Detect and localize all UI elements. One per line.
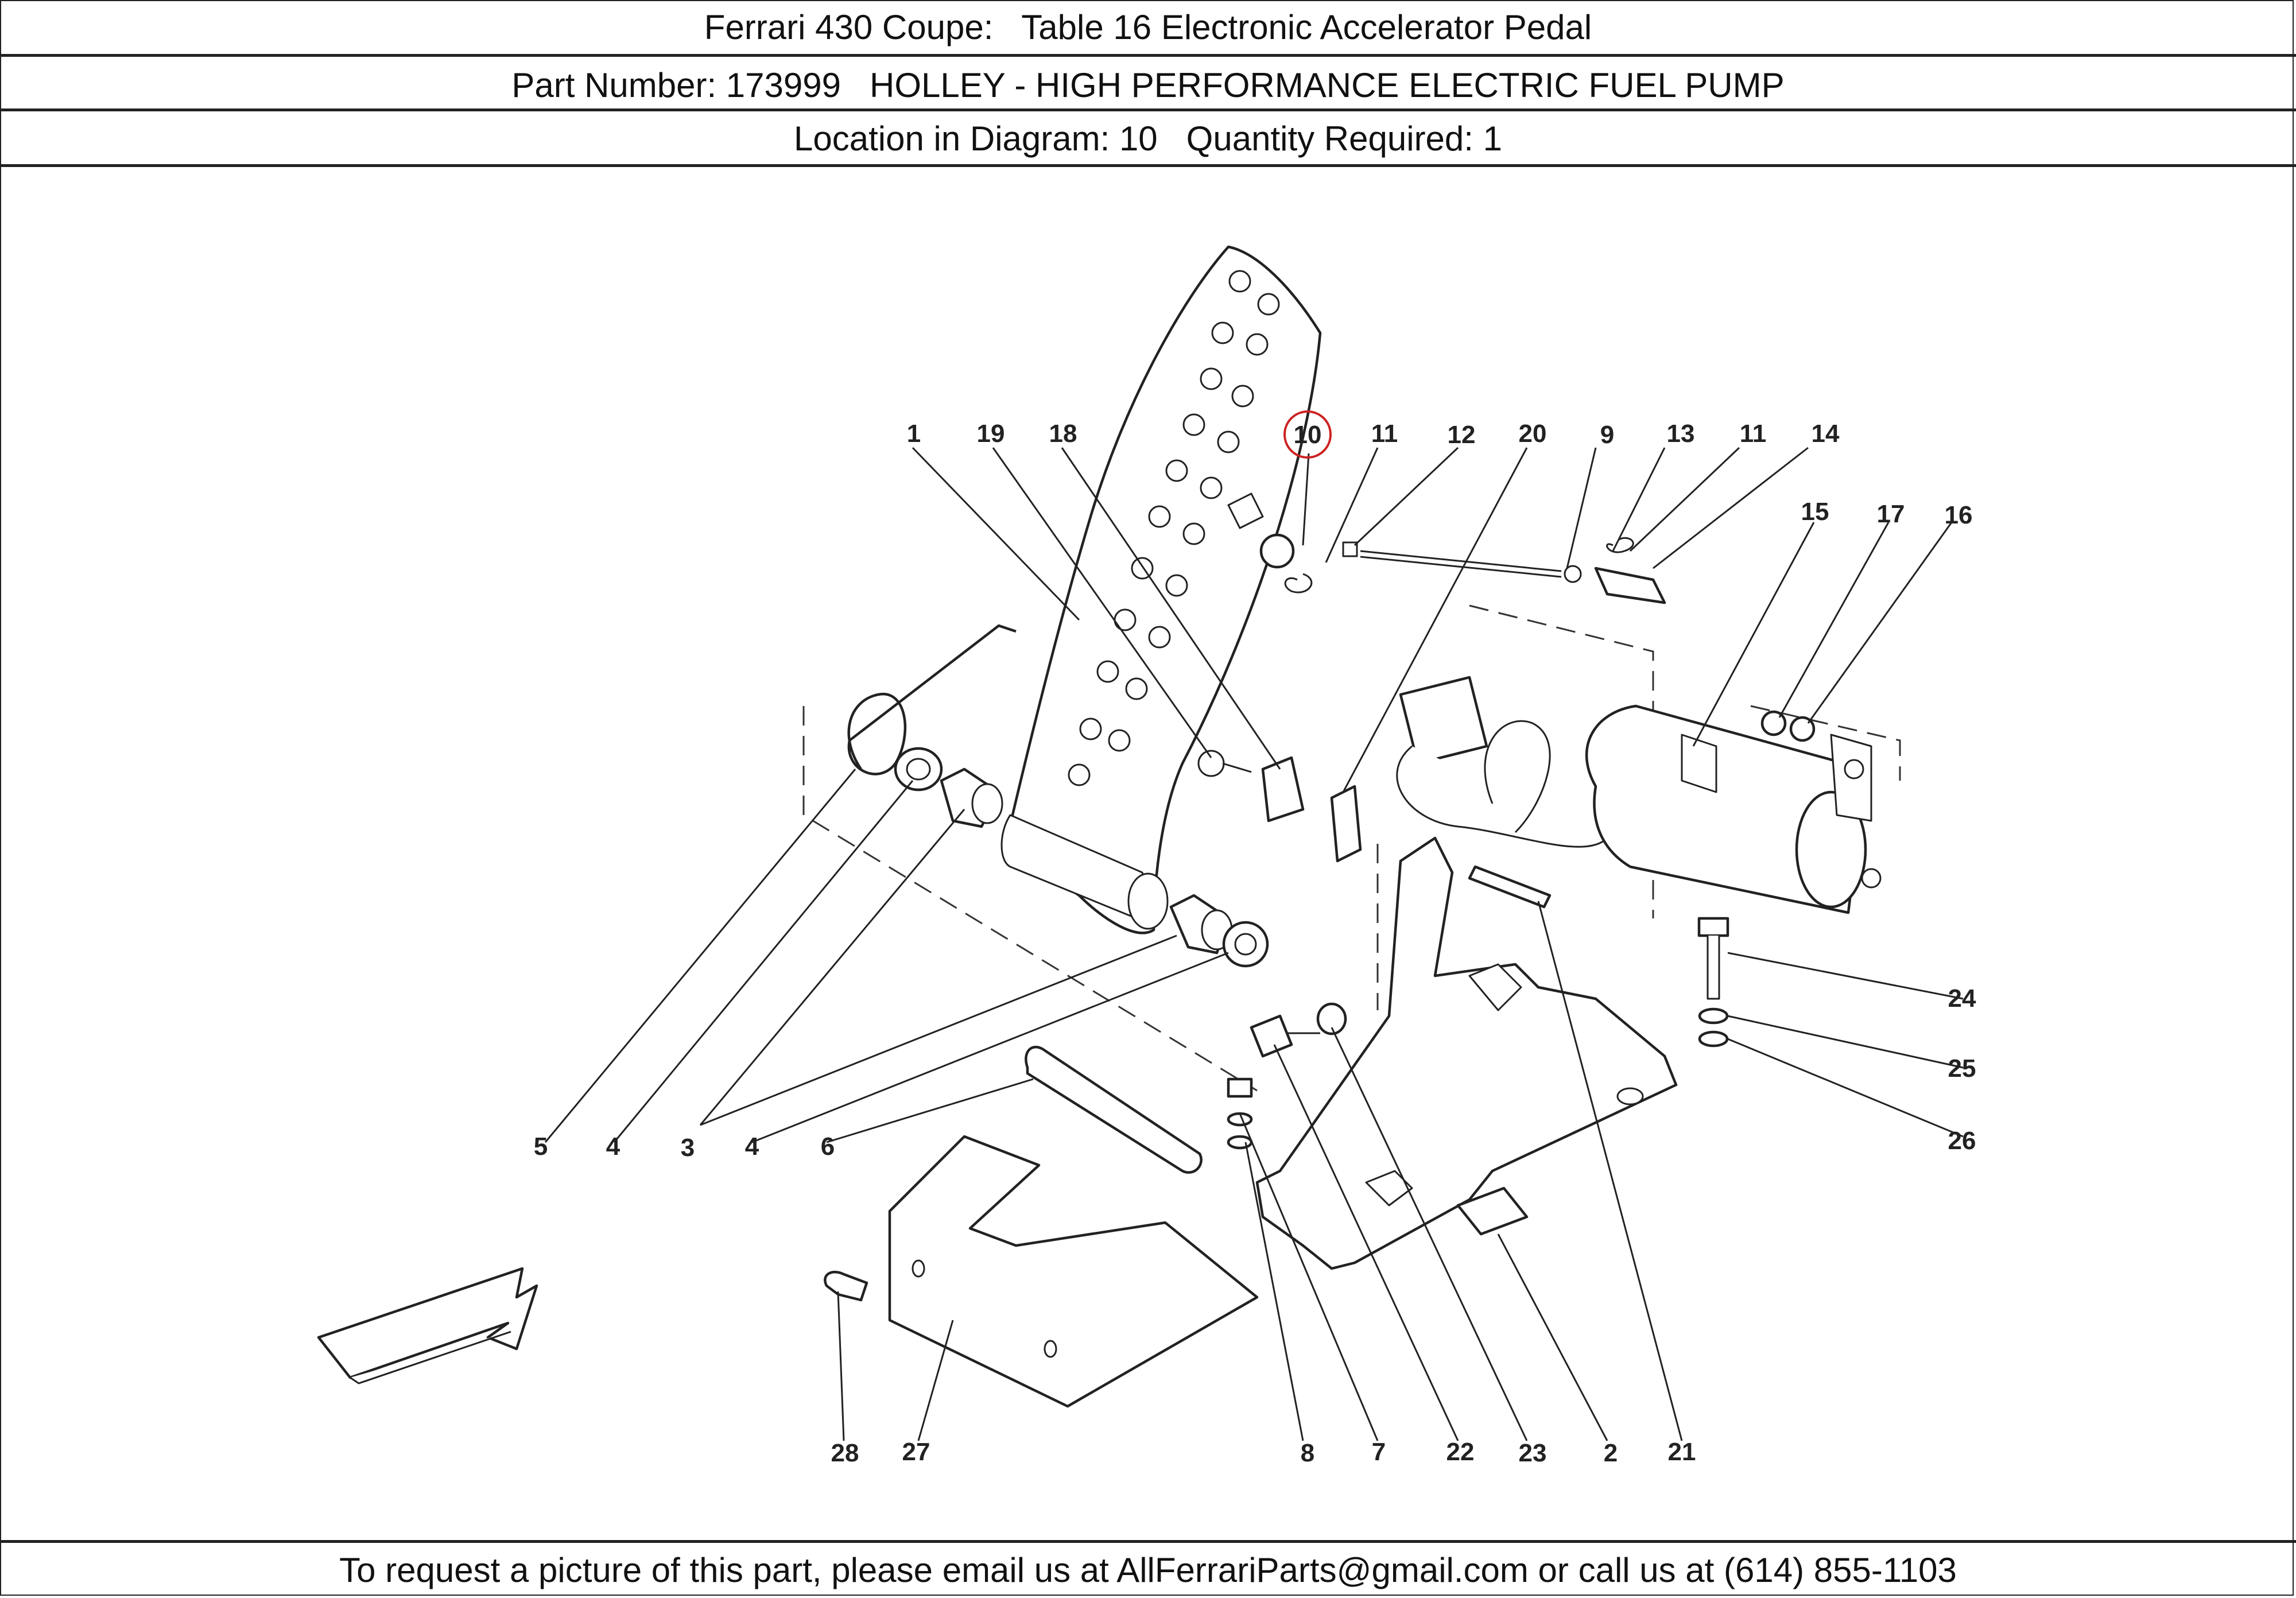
- foot-plate: [824, 1135, 1259, 1408]
- part-label: 2: [1604, 1439, 1618, 1467]
- part-label: 4: [606, 1132, 620, 1161]
- part-label: 7: [1372, 1438, 1386, 1466]
- pedal-arm: [1000, 245, 1322, 934]
- part-label: 6: [821, 1132, 835, 1161]
- part-label: 5: [534, 1132, 548, 1161]
- direction-arrow-icon: [317, 1267, 538, 1384]
- part-label: 3: [681, 1134, 695, 1162]
- part-label: 26: [1948, 1127, 1976, 1155]
- part-label: 24: [1948, 984, 1976, 1013]
- part-label: 9: [1600, 421, 1614, 449]
- page-title: Ferrari 430 Coupe: Table 16 Electronic A…: [704, 8, 1592, 46]
- part-label: 21: [1668, 1438, 1696, 1466]
- part-number-line: Part Number: 173999 HOLLEY - HIGH PERFOR…: [511, 66, 1785, 104]
- header-divider: [0, 108, 2296, 111]
- part-label: 15: [1801, 498, 1829, 526]
- part-label: 27: [902, 1438, 930, 1466]
- header-divider: [0, 54, 2296, 57]
- part-label: 28: [831, 1439, 859, 1467]
- part-label: 13: [1667, 420, 1695, 448]
- part-label: 17: [1877, 500, 1905, 528]
- pivot-pin: [1025, 1045, 1203, 1174]
- part-label-highlighted: 10: [1294, 421, 1322, 449]
- part-label: 18: [1049, 420, 1077, 448]
- part-label: 19: [977, 420, 1005, 448]
- position-sensor: [1585, 704, 1882, 914]
- part-label: 22: [1446, 1438, 1475, 1466]
- location-line: Location in Diagram: 10 Quantity Require…: [793, 119, 1502, 158]
- part-label: 4: [745, 1132, 759, 1161]
- part-label: 11: [1740, 420, 1767, 448]
- highlight-ring: [1283, 410, 1332, 459]
- pivot-parts: [847, 624, 1269, 968]
- pedal-base: [1255, 836, 1678, 1270]
- fasteners: [1227, 865, 1729, 1150]
- part-label: 16: [1945, 501, 1973, 529]
- rod-assembly: [1227, 492, 1666, 604]
- leader-lines: [544, 447, 1964, 1441]
- pedal-holes: [1068, 270, 1280, 786]
- part-label: 12: [1448, 421, 1476, 449]
- part-label: 1: [907, 420, 921, 448]
- part-label: 11: [1371, 420, 1398, 448]
- contact-footer: To request a picture of this part, pleas…: [339, 1551, 1957, 1589]
- sensor-connector: [1396, 676, 1608, 848]
- part-labels: 1 19 18 10 11 12 20 9 13 11 14 15 17 16 …: [534, 420, 1976, 1467]
- footer-divider: [0, 1540, 2296, 1543]
- part-label: 25: [1948, 1054, 1976, 1083]
- bracket-parts: [1261, 756, 1362, 863]
- part-label: 8: [1301, 1439, 1314, 1467]
- part-label: 23: [1519, 1439, 1547, 1467]
- part-label: 20: [1519, 420, 1547, 448]
- exploded-parts-diagram: 1 19 18 10 11 12 20 9 13 11 14 15 17 16 …: [317, 245, 1976, 1467]
- part-label: 14: [1812, 420, 1840, 448]
- header-divider: [0, 164, 2296, 167]
